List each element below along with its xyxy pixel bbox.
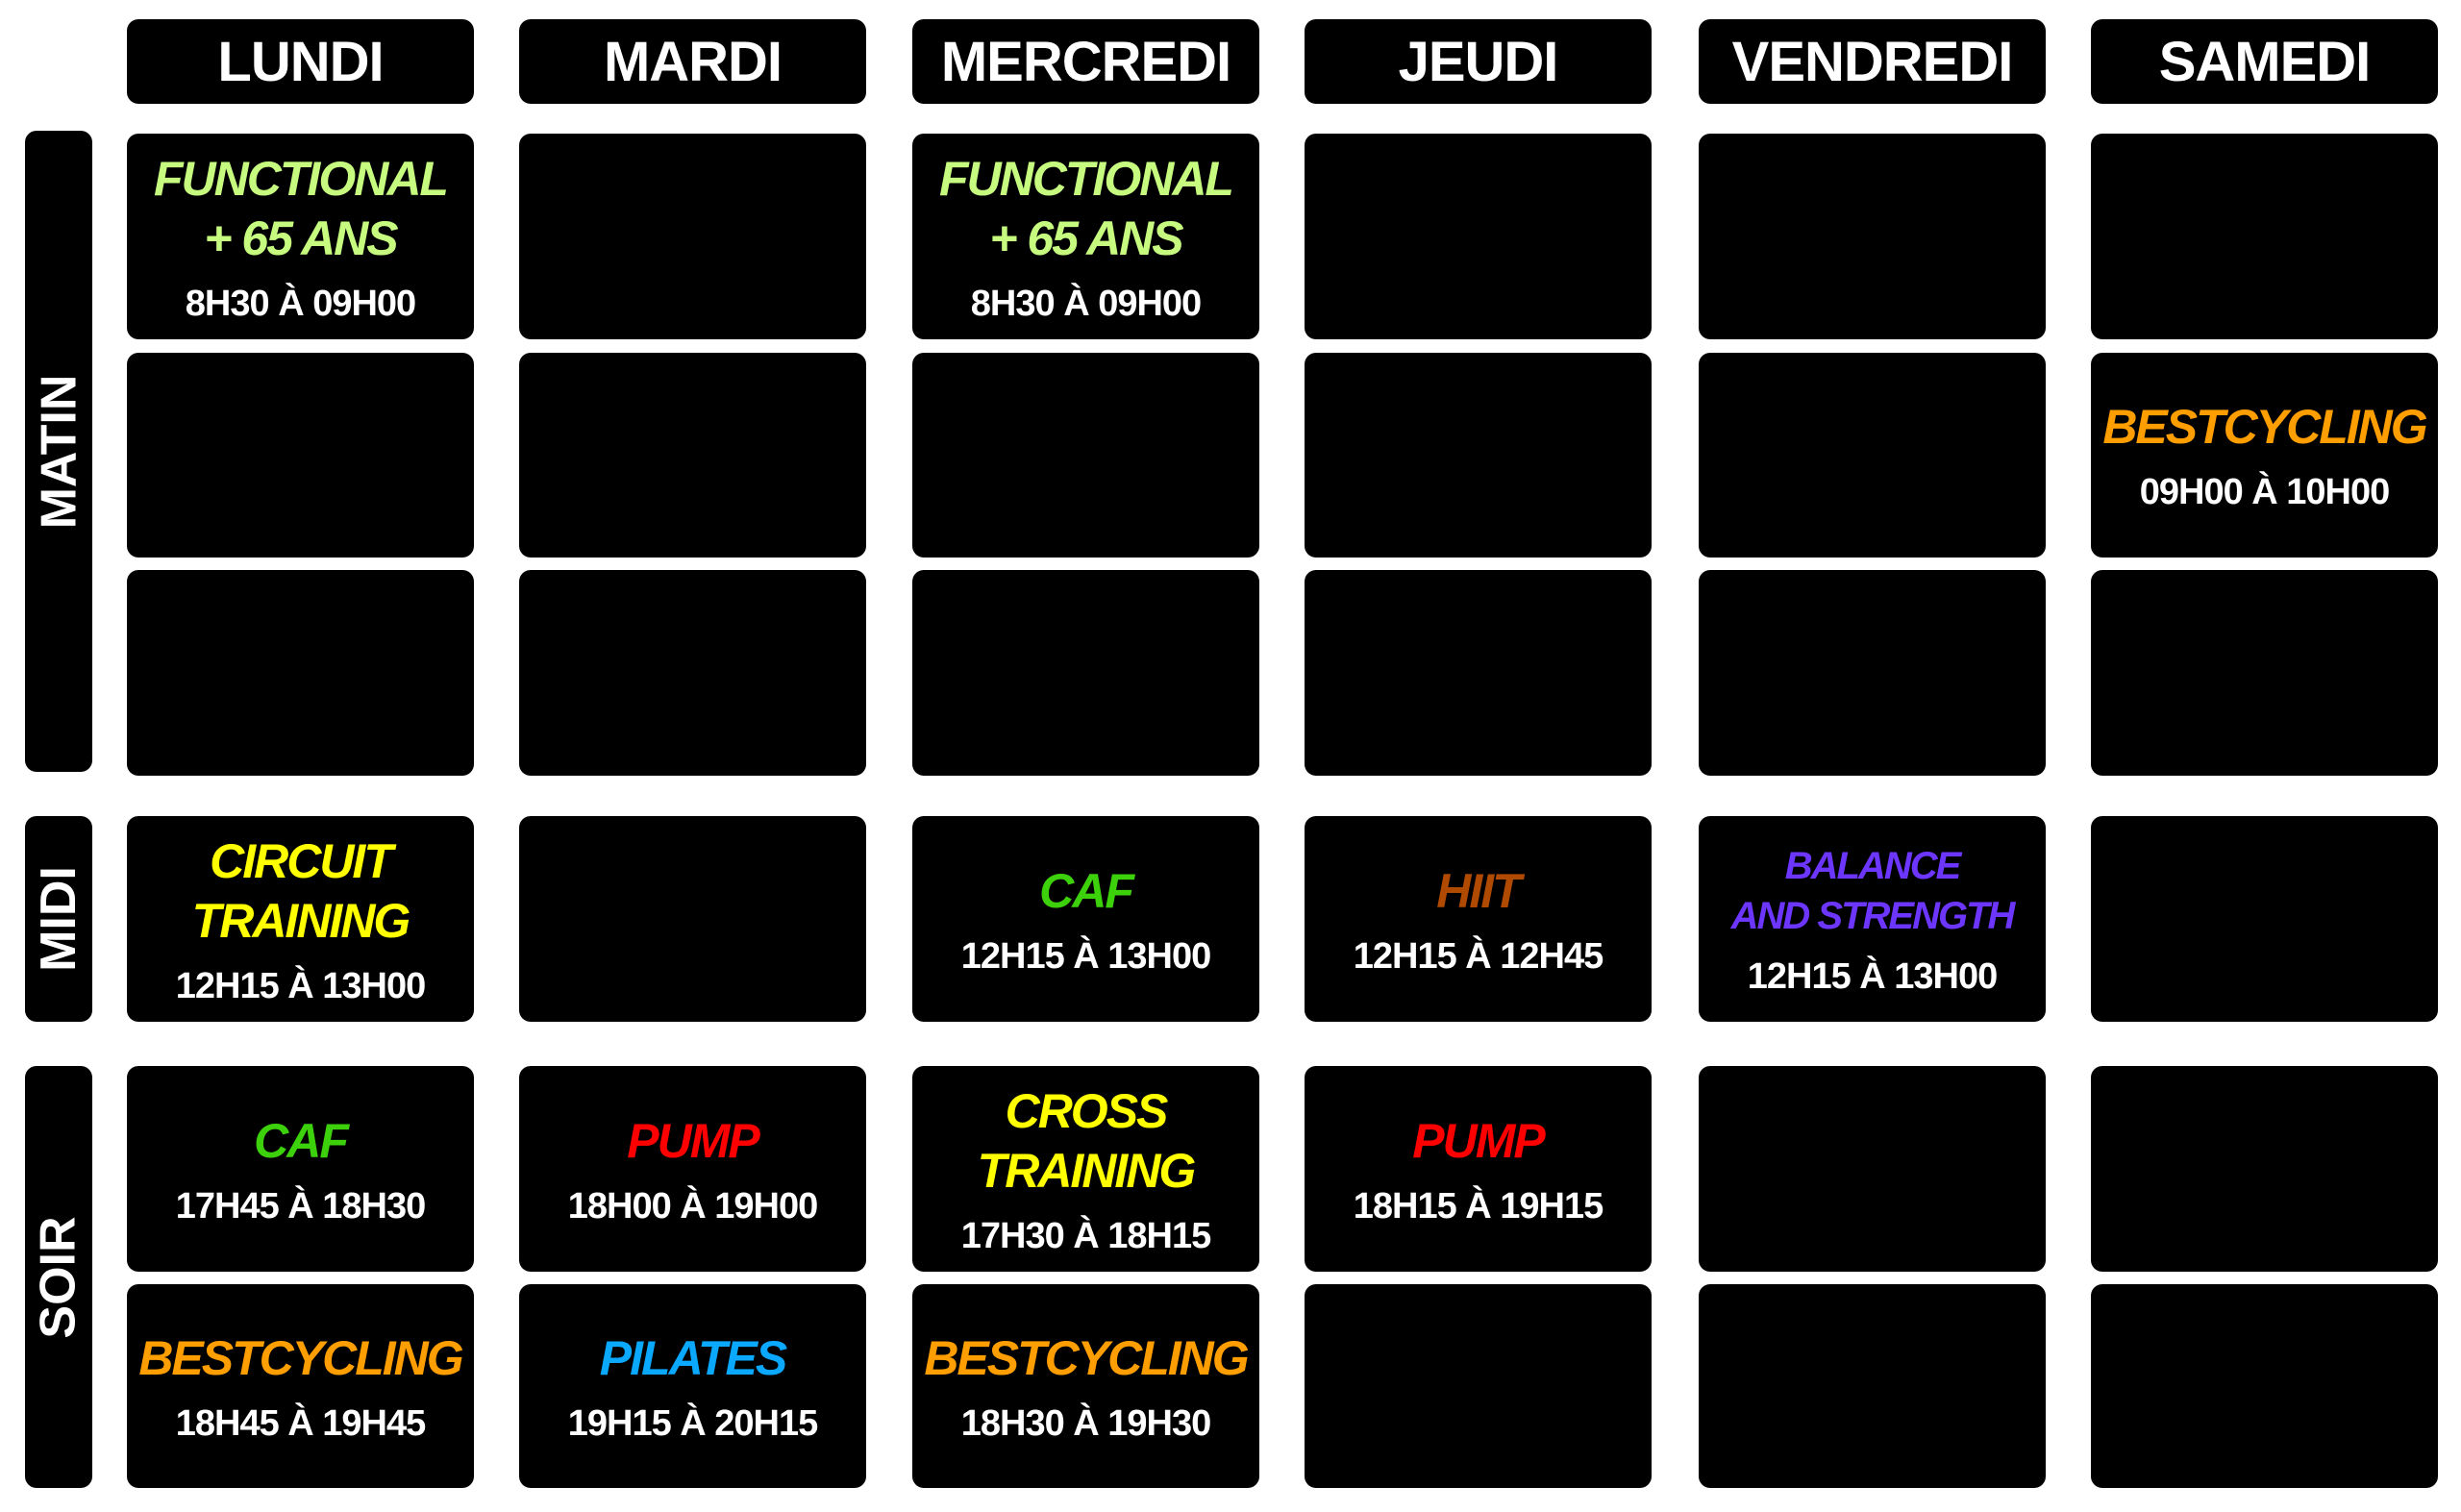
class-name: HIIT xyxy=(1436,863,1521,918)
class-time: 09H00 À 10H00 xyxy=(2139,472,2391,512)
empty-slot xyxy=(912,353,1259,558)
class-time: 8H30 À 09H00 xyxy=(970,283,1202,324)
period-label-text: MIDI xyxy=(31,866,87,972)
empty-slot xyxy=(2091,134,2438,339)
day-header-mardi: MARDI xyxy=(519,19,866,104)
class-name: CIRCUIT TRAINING xyxy=(191,833,411,948)
class-name: FUNCTIONAL + 65 ANS xyxy=(939,151,1234,265)
empty-slot xyxy=(519,353,866,558)
empty-slot xyxy=(1699,1066,2046,1272)
empty-slot xyxy=(1699,134,2046,339)
class-slot: FUNCTIONAL + 65 ANS 8H30 À 09H00 xyxy=(912,134,1259,339)
empty-slot xyxy=(2091,1066,2438,1272)
day-header-samedi: SAMEDI xyxy=(2091,19,2438,104)
class-name: CAF xyxy=(254,1113,349,1168)
class-time: 12H15 À 13H00 xyxy=(1747,955,1999,997)
class-time: 18H30 À 19H30 xyxy=(960,1402,1212,1444)
class-name: BESTCYCLING xyxy=(924,1330,1249,1385)
class-name: CROSS TRAINING xyxy=(977,1083,1197,1198)
empty-slot xyxy=(127,353,474,558)
class-slot: HIIT 12H15 À 12H45 xyxy=(1305,816,1652,1022)
empty-slot xyxy=(912,570,1259,776)
class-slot: BALANCE AND STRENGTH 12H15 À 13H00 xyxy=(1699,816,2046,1022)
empty-slot xyxy=(519,134,866,339)
class-name: PUMP xyxy=(627,1113,759,1168)
class-slot: BESTCYCLING 09H00 À 10H00 xyxy=(2091,353,2438,558)
class-name: PILATES xyxy=(599,1330,787,1385)
empty-slot xyxy=(2091,816,2438,1022)
class-time: 12H15 À 12H45 xyxy=(1353,935,1604,977)
class-time: 12H15 À 13H00 xyxy=(960,935,1212,977)
empty-slot xyxy=(519,570,866,776)
empty-slot xyxy=(519,816,866,1022)
empty-slot xyxy=(1699,1284,2046,1488)
class-slot: CIRCUIT TRAINING 12H15 À 13H00 xyxy=(127,816,474,1022)
class-slot: PILATES 19H15 À 20H15 xyxy=(519,1284,866,1488)
class-slot: BESTCYCLING 18H45 À 19H45 xyxy=(127,1284,474,1488)
class-slot: CAF 12H15 À 13H00 xyxy=(912,816,1259,1022)
day-header-vendredi: VENDREDI xyxy=(1699,19,2046,104)
period-label-matin: MATIN xyxy=(25,131,92,772)
empty-slot xyxy=(1305,570,1652,776)
empty-slot xyxy=(1305,1284,1652,1488)
class-time: 18H15 À 19H15 xyxy=(1353,1185,1604,1227)
period-label-soir: SOIR xyxy=(25,1066,92,1488)
period-label-text: MATIN xyxy=(31,374,87,529)
period-label-midi: MIDI xyxy=(25,816,92,1022)
class-slot: FUNCTIONAL + 65 ANS 8H30 À 09H00 xyxy=(127,134,474,339)
class-name: BESTCYCLING xyxy=(138,1330,463,1385)
class-time: 8H30 À 09H00 xyxy=(185,283,416,324)
class-name: BALANCE AND STRENGTH xyxy=(1730,844,2016,937)
class-slot: CROSS TRAINING 17H30 À 18H15 xyxy=(912,1066,1259,1272)
class-time: 17H30 À 18H15 xyxy=(960,1215,1212,1256)
class-time: 18H00 À 19H00 xyxy=(567,1185,819,1227)
class-slot: PUMP 18H15 À 19H15 xyxy=(1305,1066,1652,1272)
empty-slot xyxy=(1699,570,2046,776)
empty-slot xyxy=(2091,570,2438,776)
empty-slot xyxy=(2091,1284,2438,1488)
class-time: 18H45 À 19H45 xyxy=(175,1402,427,1444)
class-name: BESTCYCLING xyxy=(2102,400,2427,454)
empty-slot xyxy=(1305,134,1652,339)
class-slot: CAF 17H45 À 18H30 xyxy=(127,1066,474,1272)
class-time: 12H15 À 13H00 xyxy=(175,965,427,1006)
class-slot: PUMP 18H00 À 19H00 xyxy=(519,1066,866,1272)
period-label-text: SOIR xyxy=(31,1215,87,1339)
empty-slot xyxy=(1305,353,1652,558)
class-time: 19H15 À 20H15 xyxy=(567,1402,819,1444)
class-name: FUNCTIONAL + 65 ANS xyxy=(154,151,449,265)
empty-slot xyxy=(1699,353,2046,558)
class-name: PUMP xyxy=(1412,1113,1545,1168)
class-name: CAF xyxy=(1039,863,1134,918)
day-header-jeudi: JEUDI xyxy=(1305,19,1652,104)
day-header-mercredi: MERCREDI xyxy=(912,19,1259,104)
class-slot: BESTCYCLING 18H30 À 19H30 xyxy=(912,1284,1259,1488)
class-time: 17H45 À 18H30 xyxy=(175,1185,427,1227)
empty-slot xyxy=(127,570,474,776)
day-header-lundi: LUNDI xyxy=(127,19,474,104)
